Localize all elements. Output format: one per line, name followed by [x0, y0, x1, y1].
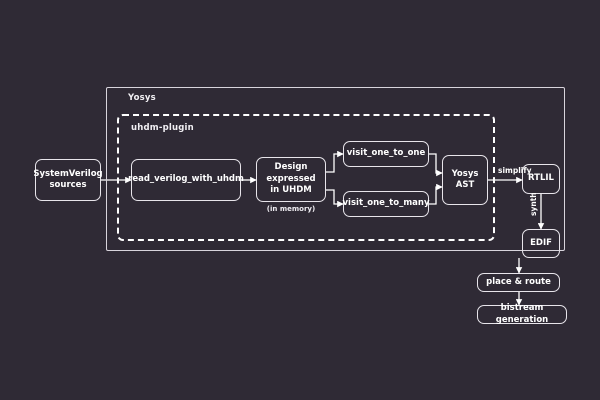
uhdm-plugin-container: [117, 114, 495, 241]
node-rtlil[interactable]: RTLIL: [522, 164, 560, 194]
node-bitstream-generation[interactable]: bistream generation: [477, 303, 567, 325]
yosys-container-label: Yosys: [128, 93, 156, 103]
node-read-verilog-with-uhdm[interactable]: read_verilog_with_uhdm: [128, 159, 244, 201]
node-visit-one-to-one[interactable]: visit_one_to_one: [343, 141, 429, 167]
uhdm-plugin-container-label: uhdm-plugin: [131, 123, 194, 133]
node-systemverilog-sources[interactable]: SystemVerilog sources: [33, 159, 103, 201]
in-memory-caption: (in memory): [266, 205, 316, 213]
node-yosys-ast[interactable]: Yosys AST: [442, 155, 488, 205]
node-visit-one-to-many[interactable]: visit_one_to_many: [343, 191, 430, 217]
node-place-and-route[interactable]: place & route: [477, 273, 560, 292]
node-edif[interactable]: EDIF: [522, 229, 560, 258]
yosys-container: [106, 87, 565, 251]
node-design-expressed-in-uhdm[interactable]: Design expressed in UHDM: [256, 157, 326, 202]
simplify-edge-label: simplify: [498, 166, 532, 175]
synth-edge-label: synth: [529, 192, 538, 216]
